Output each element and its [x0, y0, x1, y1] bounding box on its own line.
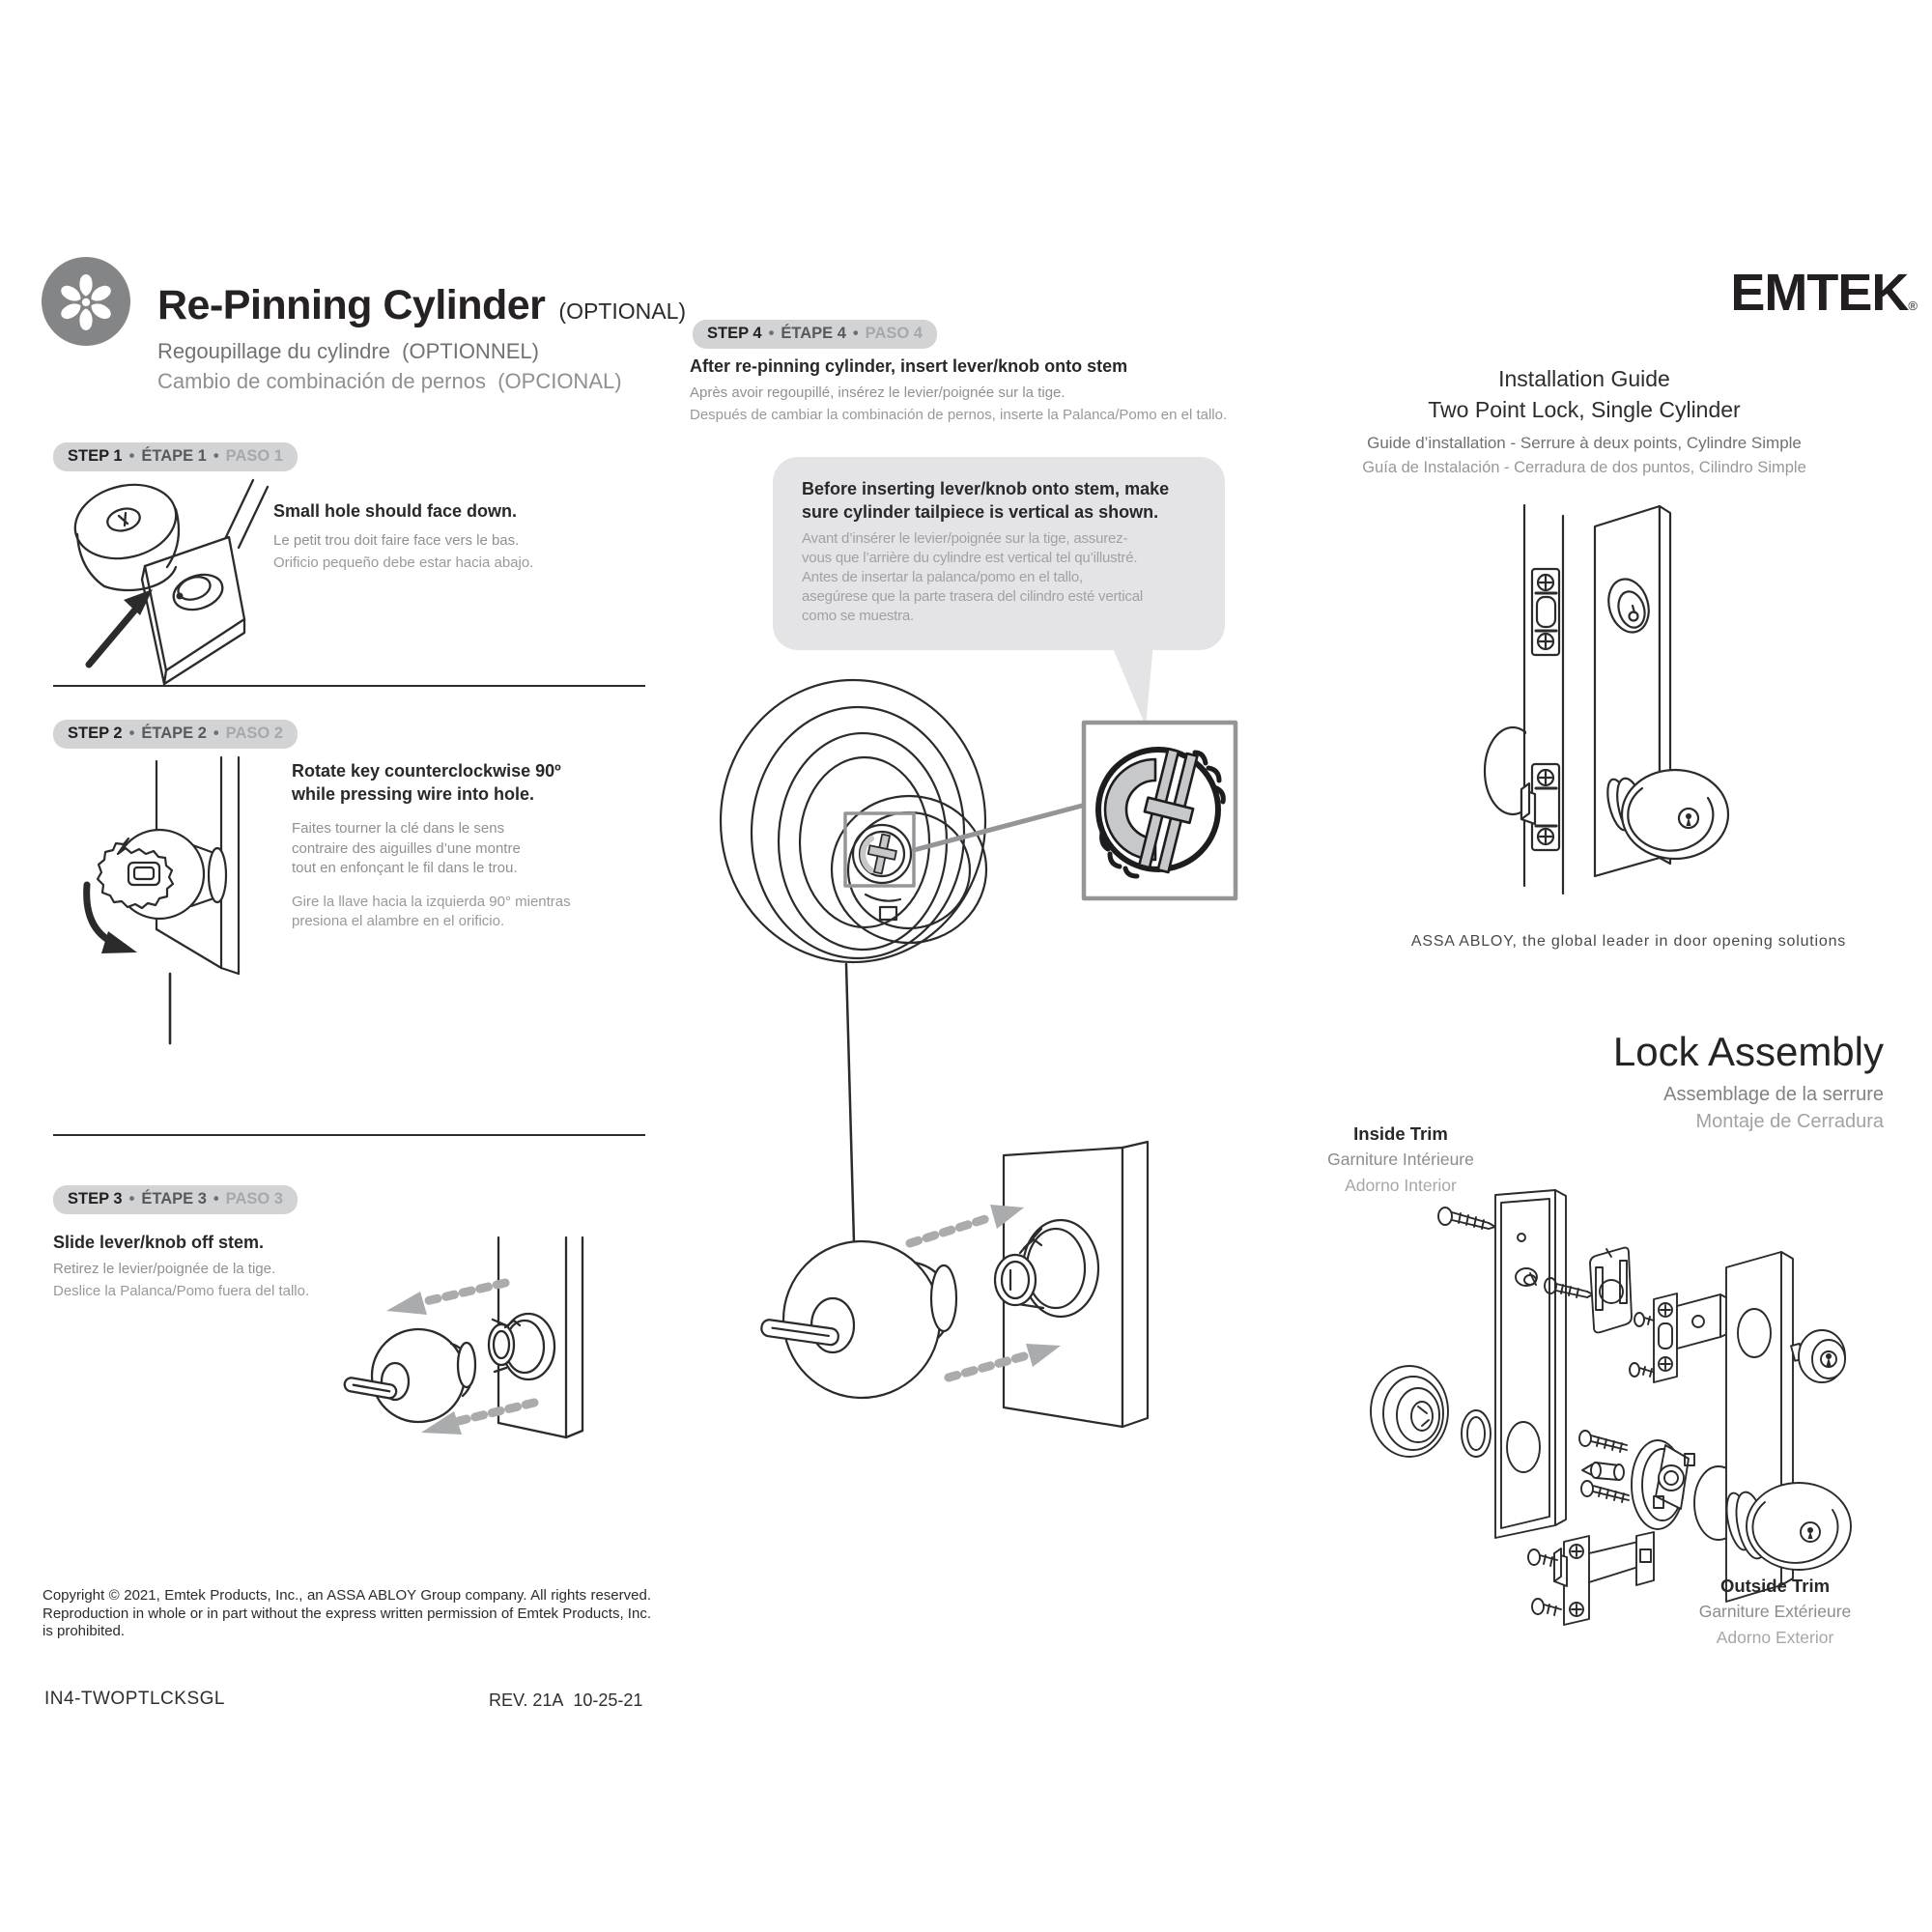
inside-trim-es: Adorno Interior: [1345, 1176, 1457, 1195]
bullet-separator: •: [128, 724, 135, 742]
inside-trim-fr: Garniture Intérieure: [1327, 1150, 1474, 1169]
section-divider: [53, 1134, 645, 1136]
step1-body-es: Orificio pequeño debe estar hacia abajo.: [273, 554, 534, 571]
section-divider: [53, 685, 645, 687]
guide-title-block: Installation Guide Two Point Lock, Singl…: [1285, 363, 1884, 477]
callout-note: Before inserting lever/knob onto stem, m…: [773, 457, 1225, 650]
page-title-note: (OPTIONAL): [558, 298, 687, 324]
step1-text: Small hole should face down. Le petit tr…: [273, 499, 602, 573]
revision-label: REV. 21A 10-25-21: [489, 1690, 643, 1710]
page-subtitle-es: Cambio de combinación de pernos (OPCIONA…: [157, 369, 622, 393]
bullet-separator: •: [852, 325, 859, 342]
step4-heading: After re-pinning cylinder, insert lever/…: [690, 356, 1128, 376]
badge-step-3-fr: ÉTAPE 3: [141, 1190, 207, 1208]
outside-trim-fr: Garniture Extérieure: [1698, 1602, 1852, 1621]
badge-step-2-en: STEP 2: [68, 724, 123, 742]
bullet-separator: •: [128, 1190, 135, 1208]
badge-step-1-en: STEP 1: [68, 447, 123, 465]
callout-body-es: Antes de insertar la palanca/pomo en el …: [802, 569, 1143, 624]
badge-step-4-es: PASO 4: [865, 325, 923, 342]
step2-heading: Rotate key counterclockwise 90º while pr…: [292, 761, 561, 804]
badge-step-2-fr: ÉTAPE 2: [141, 724, 207, 742]
guide-title-line2: Two Point Lock, Single Cylinder: [1428, 397, 1741, 422]
bullet-separator: •: [213, 447, 219, 465]
bullet-separator: •: [768, 325, 775, 342]
badge-step-1-es: PASO 1: [225, 447, 283, 465]
guide-subtitle-es: Guía de Instalación - Cerradura de dos p…: [1362, 459, 1806, 476]
inside-trim-en: Inside Trim: [1353, 1123, 1448, 1144]
badge-step-2: STEP 2 • ÉTAPE 2 • PASO 2: [53, 720, 298, 749]
badge-step-4-en: STEP 4: [707, 325, 762, 342]
bullet-separator: •: [213, 724, 219, 742]
figure-lock-assembly-exploded: [1367, 1188, 1922, 1633]
figure-step4-cylinder-tailpiece: [696, 638, 1275, 1594]
outside-trim-en: Outside Trim: [1719, 1576, 1831, 1596]
step1-heading: Small hole should face down.: [273, 501, 518, 521]
registered-mark-icon: ®: [1908, 298, 1918, 313]
lock-assembly-title: Lock Assembly: [1612, 1029, 1884, 1074]
inside-trim-label: Inside Trim Garniture Intérieure Adorno …: [1285, 1121, 1517, 1198]
assa-abloy-tagline: ASSA ABLOY, the global leader in door op…: [1410, 933, 1847, 950]
badge-step-3-es: PASO 3: [225, 1190, 283, 1208]
bullet-separator: •: [128, 447, 135, 465]
copyright-text: Copyright © 2021, Emtek Products, Inc., …: [43, 1587, 651, 1639]
flower-asterisk-icon: [42, 257, 130, 346]
outside-trim-label: Outside Trim Garniture Extérieure Adorno…: [1642, 1573, 1908, 1650]
lock-assembly-subtitle-fr: Assemblage de la serrure: [1663, 1084, 1884, 1105]
page-subtitle-fr: Regoupillage du cylindre (OPTIONNEL): [157, 339, 539, 363]
step2-text: Rotate key counterclockwise 90º while pr…: [292, 759, 707, 932]
badge-step-3: STEP 3 • ÉTAPE 3 • PASO 3: [53, 1185, 298, 1214]
lock-assembly-title-block: Lock Assembly Assemblage de la serrure M…: [1401, 1030, 1884, 1133]
badge-step-2-es: PASO 2: [225, 724, 283, 742]
badge-step-4: STEP 4 • ÉTAPE 4 • PASO 4: [693, 320, 937, 349]
step3-text: Slide lever/knob off stem. Retirez le le…: [53, 1231, 372, 1301]
badge-step-3-en: STEP 3: [68, 1190, 123, 1208]
figure-step3-slide-off: [319, 1236, 628, 1541]
figure-step2-rotate-key: [53, 752, 295, 1051]
badge-step-1-fr: ÉTAPE 1: [141, 447, 207, 465]
step3-heading: Slide lever/knob off stem.: [53, 1233, 265, 1252]
callout-heading: Before inserting lever/knob onto stem, m…: [802, 479, 1170, 522]
masthead: Re-Pinning Cylinder (OPTIONAL) Regoupilla…: [157, 282, 698, 396]
step3-body-es: Deslice la Palanca/Pomo fuera del tallo.: [53, 1282, 310, 1299]
figure-two-point-lock: [1473, 488, 1879, 913]
page-title: Re-Pinning Cylinder: [157, 282, 546, 328]
outside-trim-es: Adorno Exterior: [1716, 1628, 1834, 1647]
step4-body-es: Después de cambiar la combinación de per…: [690, 406, 1228, 423]
step2-body-es: Gire la llave hacia la izquierda 90° mie…: [292, 893, 571, 930]
step2-body-fr: Faites tourner la clé dans le sens contr…: [292, 820, 521, 876]
bullet-separator: •: [213, 1190, 219, 1208]
callout-body-fr: Avant d’insérer le levier/poignée sur la…: [802, 530, 1138, 566]
step4-text: After re-pinning cylinder, insert lever/…: [690, 355, 1289, 425]
guide-title-line1: Installation Guide: [1498, 366, 1670, 391]
step3-body-fr: Retirez le levier/poignée de la tige.: [53, 1261, 276, 1277]
document-number: IN4-TWOPTLCKSGL: [44, 1689, 225, 1709]
badge-step-1: STEP 1 • ÉTAPE 1 • PASO 1: [53, 442, 298, 471]
badge-step-4-fr: ÉTAPE 4: [781, 325, 846, 342]
lock-assembly-subtitle-es: Montaje de Cerradura: [1695, 1111, 1884, 1132]
brand-wordmark: EMTEK®: [1642, 267, 1918, 319]
guide-subtitle-fr: Guide d’installation - Serrure à deux po…: [1367, 434, 1802, 452]
step1-body-fr: Le petit trou doit faire face vers le ba…: [273, 532, 520, 549]
brand-name: EMTEK: [1730, 264, 1909, 322]
step4-body-fr: Après avoir regoupillé, insérez le levie…: [690, 384, 1065, 401]
figure-step1-knob-hole: [39, 478, 290, 691]
